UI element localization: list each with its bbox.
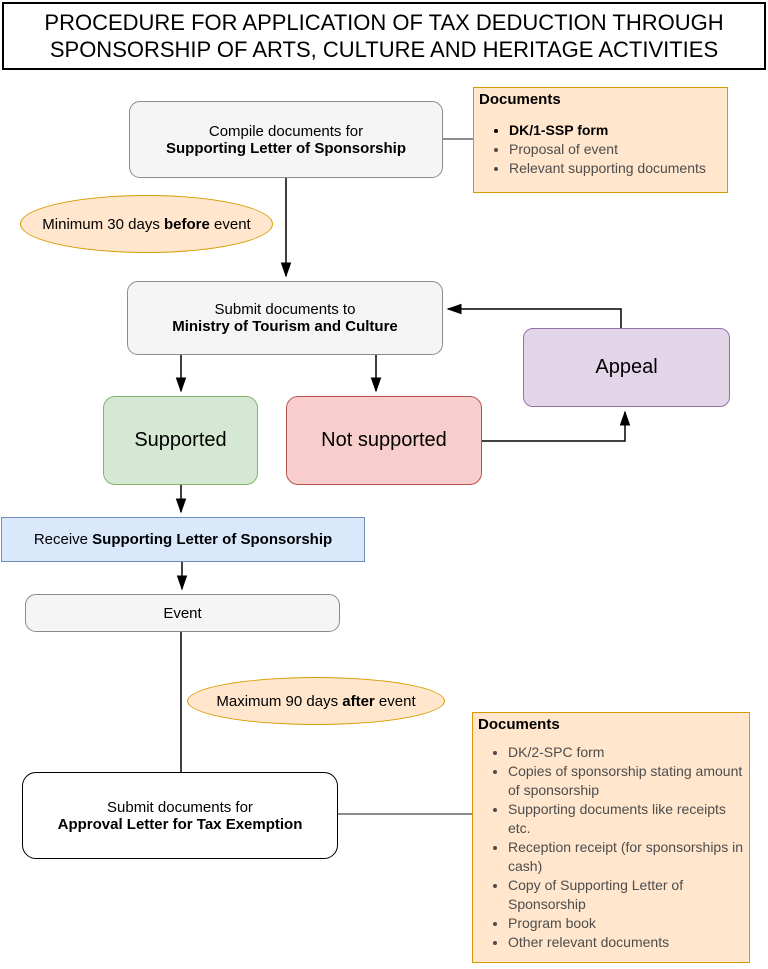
node-event: Event (25, 594, 340, 632)
documents-top-list: DK/1-SSP form Proposal of event Relevant… (509, 121, 722, 178)
list-item: Relevant supporting documents (509, 159, 722, 178)
list-item: DK/2-SPC form (508, 743, 744, 762)
node-not-supported: Not supported (286, 396, 482, 485)
node-appeal: Appeal (523, 328, 730, 407)
node-event-label: Event (163, 604, 202, 622)
timing-after-suffix: event (374, 692, 416, 710)
timing-before-suffix: event (209, 215, 251, 233)
arrow-not-supported-to-appeal (482, 410, 631, 442)
node-appeal-label: Appeal (595, 356, 658, 378)
timing-before-emphasis: before (164, 215, 210, 233)
node-approval-line1: Submit documents for (107, 798, 253, 816)
node-compile-line1: Compile documents for (208, 122, 364, 140)
timing-before-prefix: Minimum 30 days (42, 215, 164, 233)
list-item: Supporting documents like receipts etc. (508, 800, 744, 838)
node-supported: Supported (103, 396, 258, 485)
documents-panel-bottom: Documents DK/2-SPC form Copies of sponso… (472, 712, 750, 963)
documents-bottom-list: DK/2-SPC form Copies of sponsorship stat… (508, 743, 744, 952)
list-item: Copies of sponsorship stating amount of … (508, 762, 744, 800)
documents-bottom-title: Documents (478, 716, 560, 733)
node-submit-ministry: Submit documents to Ministry of Tourism … (127, 281, 443, 355)
timing-ellipse-after-event: Maximum 90 days after event (187, 677, 445, 725)
arrow-appeal-to-ministry (446, 303, 622, 328)
list-item: Proposal of event (509, 140, 722, 159)
timing-after-emphasis: after (342, 692, 375, 710)
node-receive-letter: Receive Supporting Letter of Sponsorship (1, 517, 365, 562)
node-not-supported-label: Not supported (321, 429, 447, 451)
list-item: Copy of Supporting Letter of Sponsorship (508, 876, 744, 914)
documents-top-title: Documents (479, 91, 561, 108)
node-supported-label: Supported (134, 429, 227, 451)
list-item: DK/1-SSP form (509, 121, 722, 140)
documents-panel-top: Documents DK/1-SSP form Proposal of even… (473, 87, 728, 193)
timing-after-prefix: Maximum 90 days (216, 692, 343, 710)
list-item: Program book (508, 914, 744, 933)
node-submit-approval: Submit documents for Approval Letter for… (22, 772, 338, 859)
node-approval-line2: Approval Letter for Tax Exemption (57, 815, 303, 833)
list-item: Other relevant documents (508, 933, 744, 952)
timing-ellipse-before-event: Minimum 30 days before event (20, 195, 273, 253)
node-compile-line2: Supporting Letter of Sponsorship (166, 139, 406, 157)
node-ministry-line2: Ministry of Tourism and Culture (172, 318, 398, 335)
node-receive-prefix: Receive (33, 531, 93, 548)
list-item: Reception receipt (for sponsorships in c… (508, 838, 744, 876)
page-title: PROCEDURE FOR APPLICATION OF TAX DEDUCTI… (2, 2, 766, 70)
node-ministry-line1: Submit documents to (214, 301, 356, 318)
node-receive-emphasis: Supporting Letter of Sponsorship (92, 531, 333, 548)
node-compile-documents: Compile documents for Supporting Letter … (129, 101, 443, 178)
